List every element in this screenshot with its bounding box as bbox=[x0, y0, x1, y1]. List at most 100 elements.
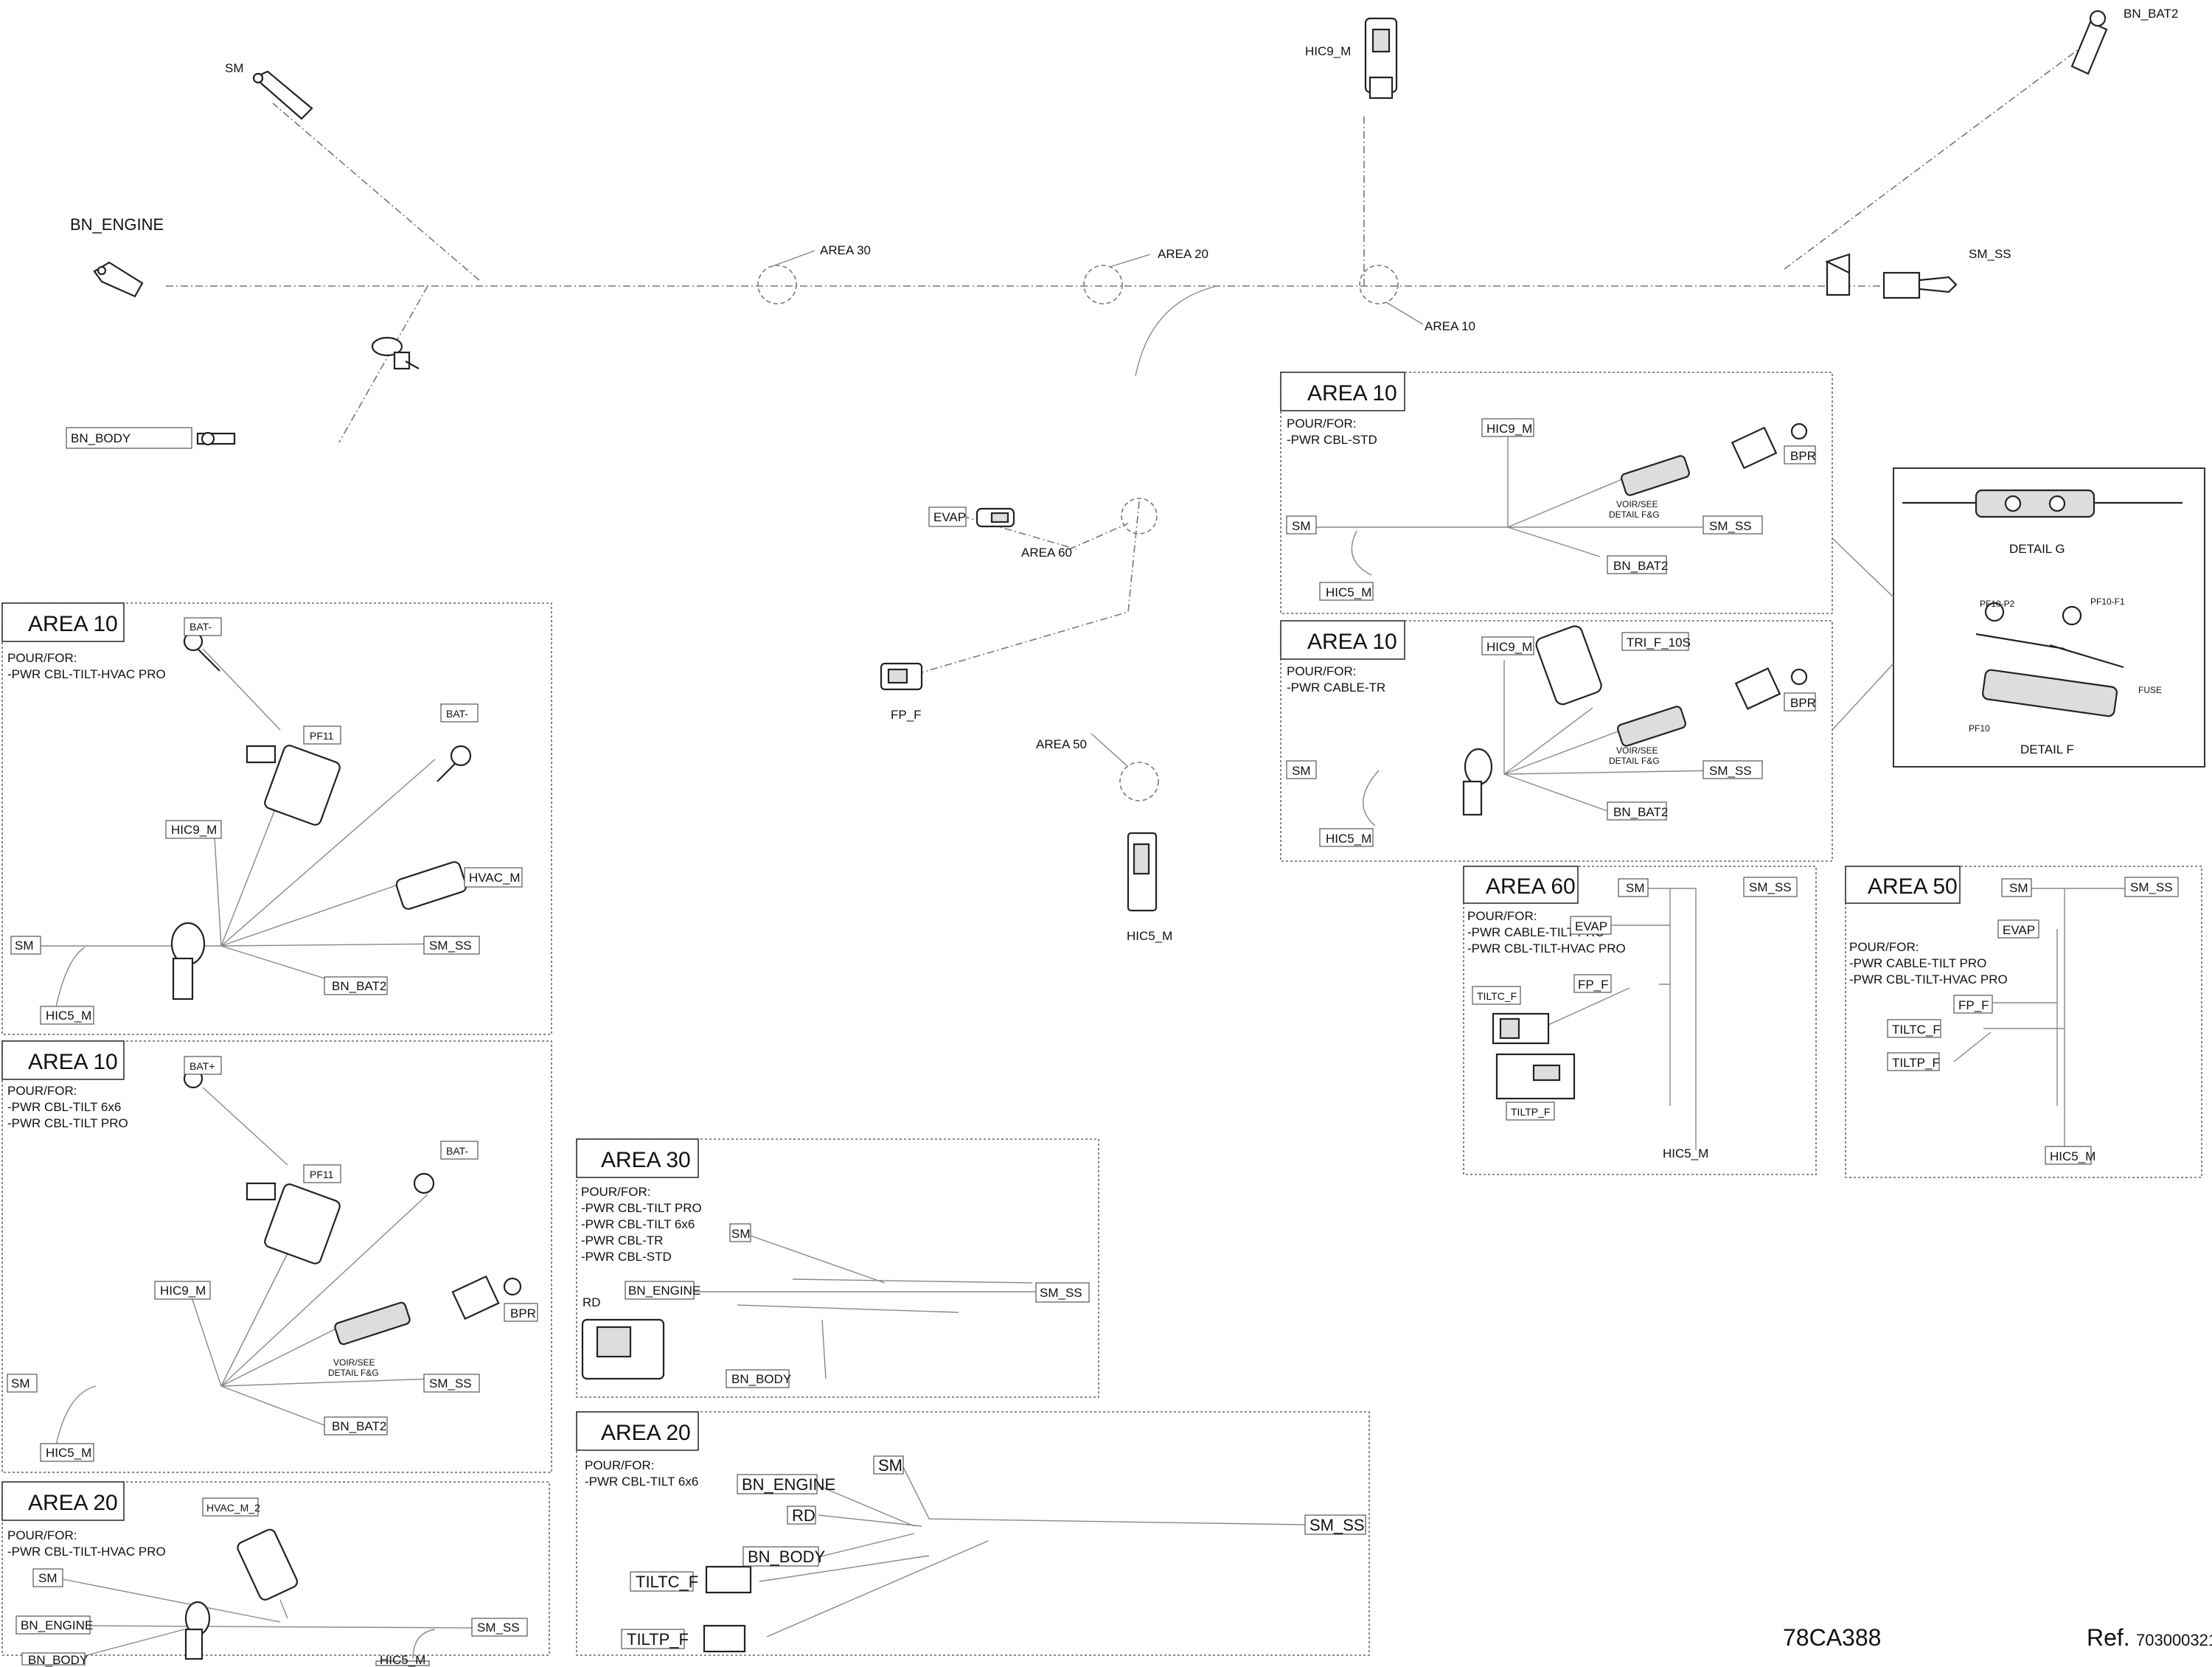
tag-sm-ss: SM_SS bbox=[1709, 764, 1752, 778]
tag-tiltc: TILTC_F bbox=[636, 1573, 698, 1591]
hic5-connector-icon bbox=[1127, 832, 1158, 912]
tag-bn-bat2: BN_BAT2 bbox=[1613, 805, 1668, 819]
tag-rd: RD bbox=[792, 1506, 815, 1525]
tag-voir: VOIR/SEE bbox=[1616, 499, 1658, 509]
main-label-hic9: HIC9_M bbox=[1305, 44, 1351, 58]
tag-sm-ss: SM_SS bbox=[477, 1621, 520, 1635]
main-label-fp-f: FP_F bbox=[891, 708, 922, 722]
panel-pour: POUR/FOR: bbox=[585, 1458, 654, 1472]
sm-ss-terminal-icon bbox=[1882, 271, 1958, 299]
main-label-bn-engine: BN_ENGINE bbox=[70, 215, 164, 234]
panel-pour: POUR/FOR: bbox=[7, 1084, 77, 1098]
panel-variant: -PWR CBL-TILT 6x6 bbox=[581, 1217, 695, 1231]
tag-hic5: HIC5_M bbox=[1326, 832, 1371, 846]
detail-label: PF10-F1 bbox=[2090, 596, 2125, 607]
tag-bn-engine: BN_ENGINE bbox=[628, 1284, 700, 1298]
tag-bn-bat2: BN_BAT2 bbox=[332, 1419, 386, 1433]
tag-sm-ss: SM_SS bbox=[1310, 1516, 1365, 1534]
tag-detail: DETAIL F&G bbox=[328, 1368, 379, 1378]
tag-hic5: HIC5_M bbox=[380, 1653, 425, 1667]
tag-pf11: PF11 bbox=[310, 730, 334, 742]
fuse-holder-icon bbox=[334, 1275, 522, 1346]
panel-title: AREA 30 bbox=[601, 1148, 691, 1172]
tag-evap: EVAP bbox=[2003, 923, 2035, 937]
panel-title: AREA 10 bbox=[1307, 630, 1397, 654]
stud-terminal-icon bbox=[1462, 748, 1493, 816]
panel-title: AREA 60 bbox=[1486, 874, 1576, 899]
detail-label: PF10-P2 bbox=[1980, 599, 2015, 609]
tag-sm-ss: SM_SS bbox=[429, 1377, 472, 1391]
panel-pour: POUR/FOR: bbox=[581, 1185, 650, 1199]
main-label-evap: EVAP bbox=[933, 510, 966, 524]
panel-variant: -PWR CBL-TILT PRO bbox=[7, 1116, 128, 1130]
tag-pf11: PF11 bbox=[310, 1169, 334, 1180]
evap-connector-icon bbox=[975, 507, 1015, 528]
panel-pour: POUR/FOR: bbox=[7, 1528, 77, 1542]
panel-variant: -PWR CABLE-TILT PRO bbox=[1849, 956, 1986, 970]
tag-sm: SM bbox=[1292, 519, 1311, 533]
panel-title: AREA 50 bbox=[1868, 874, 1958, 899]
drawing-number: 78CA388 bbox=[1783, 1624, 1881, 1651]
tag-bn-engine: BN_ENGINE bbox=[21, 1618, 93, 1632]
tag-rd: RD bbox=[582, 1295, 601, 1309]
stud-terminal-icon bbox=[170, 922, 206, 1000]
detail-label: PF10 bbox=[1969, 723, 1990, 734]
panel-variant: -PWR CBL-TILT-HVAC PRO bbox=[1467, 942, 1626, 956]
fuse-holder-icon bbox=[1621, 422, 1808, 496]
panel-title: AREA 10 bbox=[1307, 381, 1397, 406]
tag-bpr: BPR bbox=[1790, 449, 1816, 463]
panel-pour: POUR/FOR: bbox=[7, 651, 77, 665]
tag-voir: VOIR/SEE bbox=[1616, 745, 1658, 756]
stud-terminal-icon bbox=[371, 336, 420, 370]
tag-bpr: BPR bbox=[1790, 696, 1816, 710]
tag-tiltc: TILTC_F bbox=[1477, 990, 1517, 1002]
tag-detail: DETAIL F&G bbox=[1609, 509, 1660, 520]
tag-sm: SM bbox=[1292, 764, 1311, 778]
panel-variant: -PWR CBL-TILT-HVAC PRO bbox=[1849, 972, 2008, 986]
main-label-area20: AREA 20 bbox=[1158, 247, 1208, 261]
tag-sm: SM bbox=[38, 1571, 58, 1585]
tag-voir: VOIR/SEE bbox=[333, 1357, 375, 1368]
tiltc-connector-icon bbox=[1492, 1012, 1550, 1045]
tag-evap: EVAP bbox=[1575, 919, 1607, 933]
panel-variant: -PWR CBL-TILT-HVAC PRO bbox=[7, 1545, 166, 1559]
hvac-connector-icon bbox=[237, 1528, 299, 1601]
tag-sm: SM bbox=[731, 1227, 751, 1241]
tag-sm: SM bbox=[15, 939, 34, 953]
tag-hic5: HIC5_M bbox=[46, 1446, 91, 1460]
tag-hvac: HVAC_M bbox=[469, 871, 521, 885]
tag-sm-ss: SM_SS bbox=[429, 939, 472, 953]
sm-ring-terminal-icon bbox=[252, 70, 313, 120]
panel-variant: -PWR CABLE-TR bbox=[1287, 681, 1385, 695]
tag-bn-engine: BN_ENGINE bbox=[742, 1475, 835, 1494]
tag-bn-body: BN_BODY bbox=[748, 1548, 825, 1566]
tag-tiltc: TILTC_F bbox=[1892, 1023, 1941, 1037]
panel-title: AREA 20 bbox=[601, 1421, 691, 1445]
panel-area10-std: AREA 10 POUR/FOR: -PWR CBL-STD HIC9_M BP… bbox=[1280, 372, 1833, 614]
main-label-bn-bat2: BN_BAT2 bbox=[2124, 7, 2178, 21]
pf11-relay-icon bbox=[246, 1182, 341, 1264]
rd-connector-icon bbox=[581, 1318, 665, 1380]
tag-bn-bat2: BN_BAT2 bbox=[1613, 559, 1668, 573]
panel-pour: POUR/FOR: bbox=[1467, 909, 1537, 923]
tag-fp-f: FP_F bbox=[1958, 998, 1989, 1012]
panel-title: AREA 10 bbox=[28, 1050, 118, 1074]
tag-sm-ss: SM_SS bbox=[1749, 880, 1792, 894]
main-label-area10: AREA 10 bbox=[1425, 319, 1475, 333]
fp-connector-icon bbox=[880, 662, 923, 691]
panel-area20-6x6: AREA 20 POUR/FOR: -PWR CBL-TILT 6x6 SM B… bbox=[576, 1411, 1370, 1656]
detail-g-label: DETAIL G bbox=[2009, 542, 2065, 556]
tag-sm: SM bbox=[878, 1456, 902, 1475]
hic9-connector-icon bbox=[1364, 17, 1398, 100]
tag-sm-ss: SM_SS bbox=[1709, 519, 1752, 533]
bn-bat2-ring-terminal-icon bbox=[2070, 10, 2108, 75]
panel-area50: AREA 50 POUR/FOR: -PWR CABLE-TILT PRO -P… bbox=[1845, 866, 2202, 1178]
main-label-sm: SM bbox=[225, 61, 244, 75]
panel-detail-fg: DETAIL G PF10-P2 PF10-F1 FUSE PF10 DETAI… bbox=[1832, 467, 2205, 768]
panel-pour: POUR/FOR: bbox=[1287, 417, 1356, 431]
bn-engine-ring-terminal-icon bbox=[93, 261, 144, 298]
tiltp-connector-icon bbox=[703, 1624, 746, 1653]
tag-hic9: HIC9_M bbox=[1486, 422, 1532, 436]
tag-hic5: HIC5_M bbox=[1326, 585, 1371, 599]
